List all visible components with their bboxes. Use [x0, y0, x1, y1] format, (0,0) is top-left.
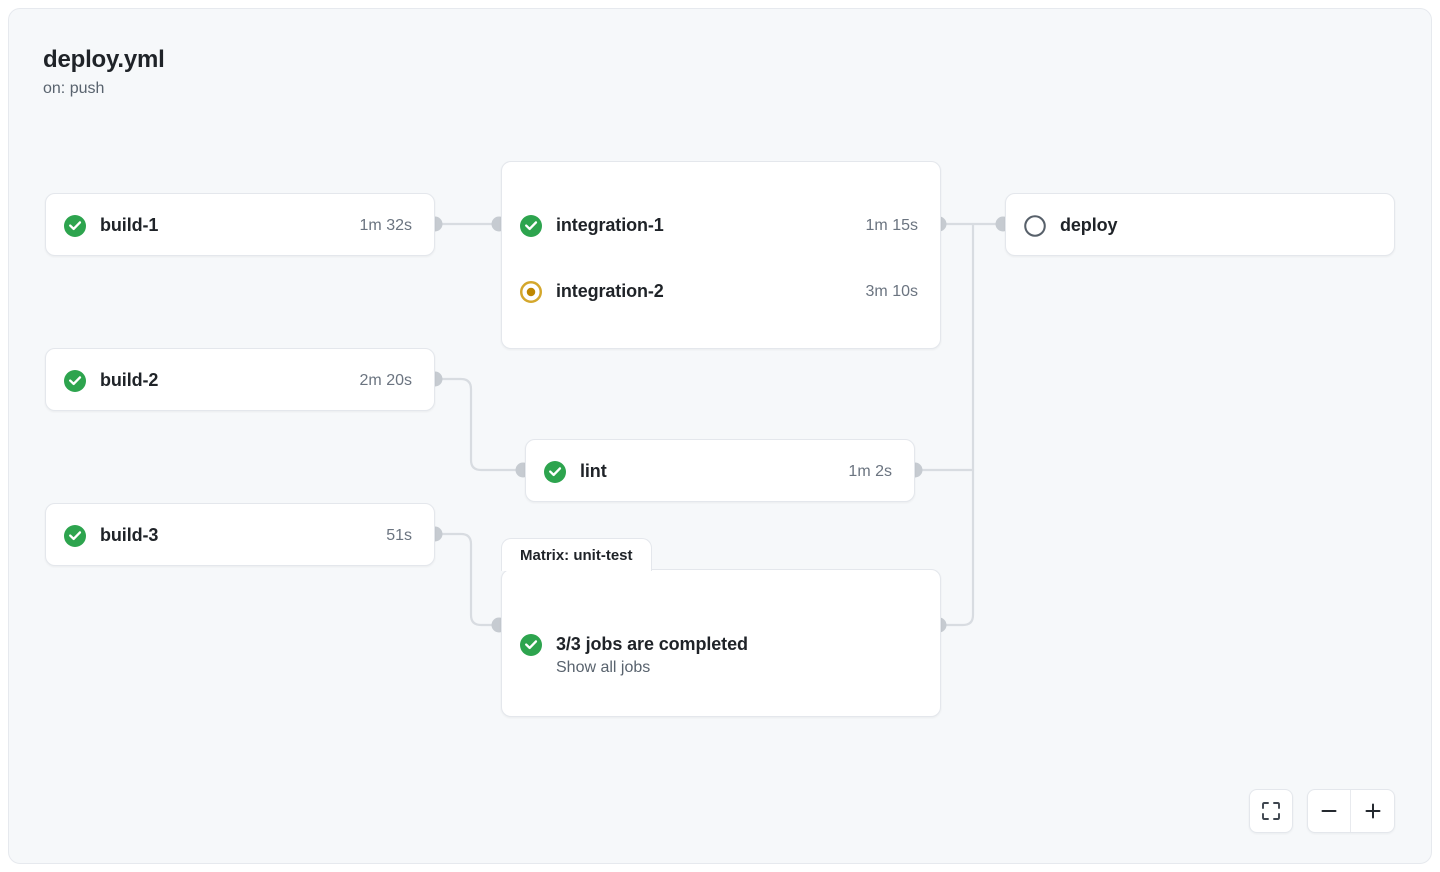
workflow-trigger: on: push [43, 80, 105, 97]
zoom-controls [1249, 789, 1395, 833]
edge-build3-matrix [433, 532, 495, 627]
success-icon [520, 214, 542, 237]
job-node-build-1[interactable]: build-1 1m 32s [45, 193, 435, 256]
success-icon [64, 214, 86, 237]
graph-edges [427, 216, 1011, 633]
in-progress-icon [520, 280, 542, 303]
job-node-build-2[interactable]: build-2 2m 20s [45, 348, 435, 411]
job-duration: 1m 15s [865, 216, 918, 234]
job-duration: 1m 32s [359, 216, 412, 234]
success-icon [64, 524, 86, 547]
matrix-summary: 3/3 jobs are completed [556, 634, 748, 654]
show-all-jobs-link[interactable]: Show all jobs [556, 659, 651, 676]
job-node-build-3[interactable]: build-3 51s [45, 503, 435, 566]
job-row-integration-1: integration-1 1m 15s [502, 194, 940, 257]
matrix-tab-label: Matrix: unit-test [501, 538, 652, 571]
edge-build2-lint [433, 377, 519, 472]
success-icon [520, 634, 542, 656]
job-group-matrix-unit-test[interactable]: Matrix: unit-test 3/3 jobs are completed… [501, 538, 941, 717]
job-name: integration-1 [556, 215, 664, 235]
job-name: build-2 [100, 370, 159, 390]
job-duration: 2m 20s [359, 371, 412, 389]
job-name: deploy [1060, 215, 1118, 235]
zoom-in-button[interactable] [1351, 790, 1394, 832]
success-icon [544, 460, 566, 483]
job-duration: 51s [386, 526, 412, 544]
minus-icon [1321, 810, 1337, 812]
job-name: integration-2 [556, 281, 664, 301]
page-title: deploy.yml [43, 46, 165, 73]
job-duration: 3m 10s [865, 282, 918, 300]
job-node-deploy[interactable]: deploy [1005, 193, 1395, 256]
plus-icon [1365, 803, 1380, 819]
job-name: lint [580, 461, 607, 481]
job-group-integration[interactable]: integration-1 1m 15s integration-2 3m 10… [501, 161, 941, 349]
success-icon [64, 369, 86, 392]
workflow-canvas[interactable]: deploy.yml on: push [8, 8, 1432, 864]
job-name: build-3 [100, 525, 159, 545]
job-name: build-1 [100, 215, 159, 235]
fit-view-icon [1262, 802, 1280, 820]
fit-view-button[interactable] [1249, 789, 1293, 833]
job-node-lint[interactable]: lint 1m 2s [525, 439, 915, 502]
workflow-header: deploy.yml on: push [43, 45, 165, 100]
job-duration: 1m 2s [848, 462, 892, 480]
pending-icon [1024, 214, 1046, 237]
job-row-integration-2: integration-2 3m 10s [502, 260, 940, 323]
zoom-level-group [1307, 789, 1395, 833]
zoom-out-button[interactable] [1308, 790, 1351, 832]
